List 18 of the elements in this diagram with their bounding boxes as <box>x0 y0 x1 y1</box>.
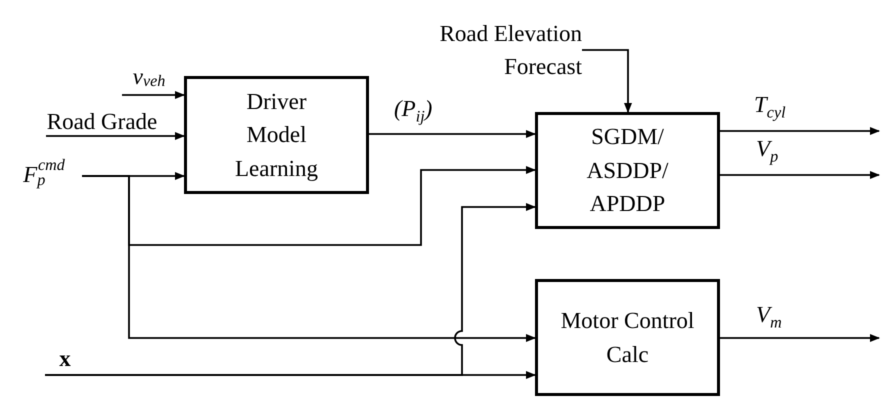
signal-arrow <box>122 91 185 99</box>
signal-arrow <box>46 132 185 140</box>
block-label: SGDM/ ASDDP/ APDDP <box>586 123 670 218</box>
output-arrow <box>720 334 880 342</box>
block-label: Driver Model Learning <box>234 88 319 183</box>
signal-arrow <box>369 130 536 138</box>
input-label: Road Grade <box>26 108 178 136</box>
output-arrow <box>720 171 880 179</box>
signal-label: x <box>45 343 85 375</box>
signal-arrow <box>82 175 536 342</box>
output-arrow <box>720 127 880 135</box>
process-block <box>184 76 369 194</box>
signal-label: v$_{veh}$ <box>118 58 180 95</box>
signal-arrow <box>45 371 536 379</box>
process-block <box>535 112 720 229</box>
process-block <box>535 279 720 396</box>
block-label: Motor Control Calc <box>560 307 696 368</box>
signal-arrow <box>582 49 632 113</box>
